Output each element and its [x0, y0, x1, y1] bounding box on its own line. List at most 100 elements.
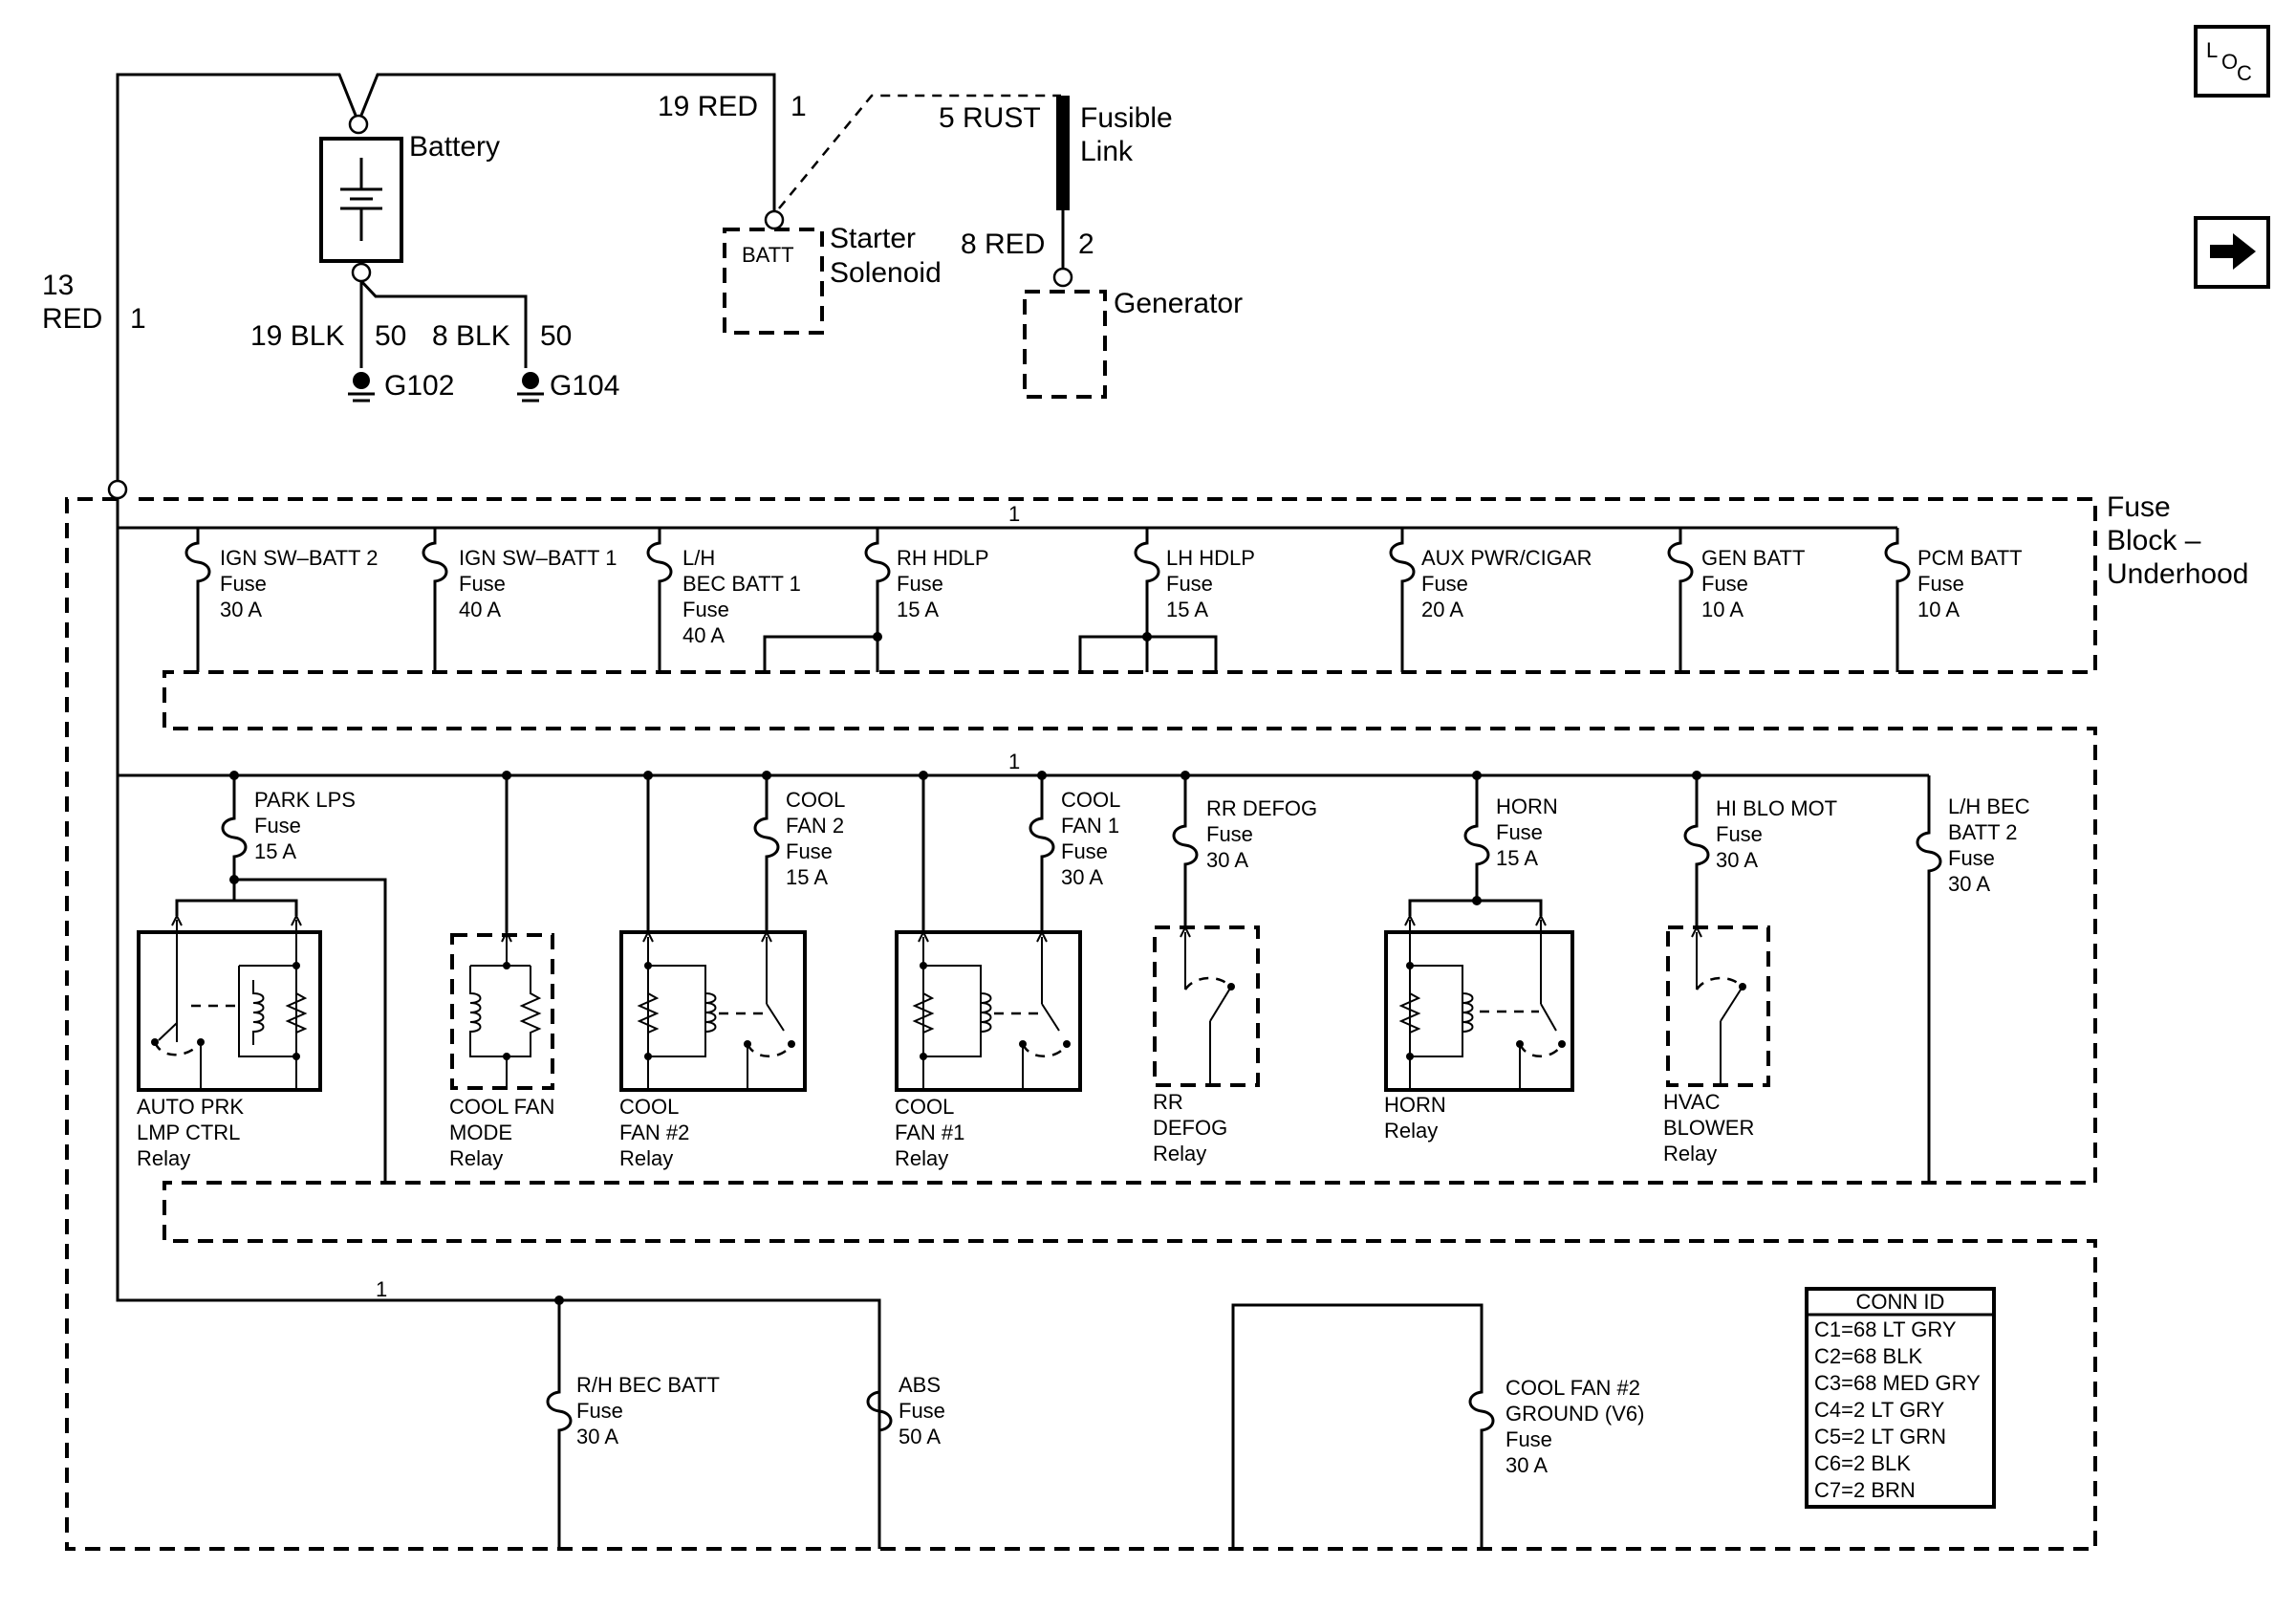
relay-auto-prk-lmp-ctrl[interactable]: AUTO PRK LMP CTRL Relay [137, 913, 322, 1170]
battery-positive-pin: 1 [791, 91, 807, 122]
fuse-gen-batt[interactable]: GEN BATT Fuse 10 A [1667, 526, 1805, 672]
fuse-hi-blo-mot[interactable]: HI BLO MOT Fuse 30 A [1683, 771, 1837, 927]
battery-section: Battery 19 RED 1 19 BLK 50 8 BLK 50 G102… [42, 73, 807, 500]
fuse-lh-bec-batt-1[interactable]: L/H BEC BATT 1 Fuse 40 A [646, 526, 801, 672]
relay-label: LMP CTRL [137, 1121, 240, 1144]
ground-g104-id: G104 [550, 370, 619, 402]
relay-label: DEFOG [1153, 1116, 1227, 1140]
fuse-abs[interactable]: ABS Fuse 50 A [866, 1300, 945, 1448]
fuse-ign-sw-batt-2[interactable]: IGN SW–BATT 2 Fuse 30 A [184, 526, 378, 672]
fuse-block-label-3: Underhood [2107, 558, 2248, 590]
ground-g102-pin: 50 [375, 320, 406, 352]
generator-wire: 8 RED [961, 229, 1045, 260]
fuse-block-label-1: Fuse [2107, 491, 2171, 523]
arrow-right-icon [2210, 233, 2256, 270]
fuse-rating: 30 A [1061, 865, 1103, 889]
fuse-rating: 15 A [254, 839, 296, 863]
fuse-cool-fan-2-ground-v6[interactable]: COOL FAN #2 GROUND (V6) Fuse 30 A [1468, 1375, 1644, 1549]
battery-icon [340, 158, 382, 241]
fuse-horn[interactable]: HORN Fuse 15 A [1463, 771, 1558, 901]
ground-icon-g104 [517, 372, 544, 403]
fuse-rating: 40 A [459, 598, 501, 621]
fuse-label: Fuse [786, 839, 833, 863]
ground-icon-g102 [348, 372, 375, 403]
fuse-label: Fuse [254, 814, 301, 838]
generator: 8 RED 2 Generator [961, 229, 1243, 399]
fuse-label: Fuse [1948, 846, 1995, 870]
fuse-rh-bec-batt[interactable]: R/H BEC BATT Fuse 30 A [546, 1300, 720, 1549]
starter-batt-terminal: BATT [742, 243, 794, 267]
relay-label: BLOWER [1663, 1116, 1754, 1140]
fuse-block-label-2: Block – [2107, 525, 2201, 556]
fuse-label: Fuse [1716, 822, 1763, 846]
fuse-rating: 15 A [1166, 598, 1208, 621]
loc-letter: O [2221, 50, 2238, 74]
fuse-ign-sw-batt-1[interactable]: IGN SW–BATT 1 Fuse 40 A [422, 526, 617, 672]
conn-id-row: C1=68 LT GRY [1814, 1317, 1957, 1341]
fuse-label: Fuse [1505, 1427, 1552, 1451]
fuse-rh-hdlp[interactable]: RH HDLP Fuse 15 A [763, 526, 989, 672]
relay-cool-fan-2[interactable]: COOL FAN #2 Relay [619, 929, 807, 1170]
relay-rr-defog[interactable]: RR DEFOG Relay [1153, 925, 1260, 1165]
conn-id-row: C7=2 BRN [1814, 1478, 1916, 1502]
fuse-lh-hdlp[interactable]: LH HDLP Fuse 15 A [1078, 526, 1255, 672]
fuse-rr-defog[interactable]: RR DEFOG Fuse 30 A [1172, 771, 1317, 927]
fuse-label: GROUND (V6) [1505, 1402, 1644, 1426]
fuse-label: RR DEFOG [1206, 796, 1317, 820]
relay-label: Relay [1153, 1142, 1206, 1165]
fuse-label: Fuse [1421, 572, 1468, 596]
fuse-rating: 40 A [682, 623, 725, 647]
next-page-button[interactable] [2194, 216, 2270, 289]
fuse-label: LH HDLP [1166, 546, 1255, 570]
fuse-pcm-batt[interactable]: PCM BATT Fuse 10 A [1884, 526, 2023, 672]
fuse-label: Fuse [1496, 820, 1543, 844]
loc-letter: C [2237, 61, 2252, 85]
relay-label: HORN [1384, 1093, 1446, 1117]
fuse-cool-fan-2[interactable]: COOL FAN 2 Fuse 15 A [753, 771, 845, 932]
relay-horn[interactable]: HORN Relay [1384, 913, 1574, 1143]
relay-label: RR [1153, 1090, 1183, 1114]
fuse-block-outline: Fuse Block – Underhood [65, 491, 2248, 1551]
fuse-label: PARK LPS [254, 788, 356, 812]
fuse-label: FAN 2 [786, 814, 844, 838]
feed-wire-gauge: 13 [42, 270, 74, 301]
feed-wire-pin: 1 [130, 303, 146, 335]
battery-positive-wire: 19 RED [658, 91, 758, 122]
conn-id-row: C2=68 BLK [1814, 1344, 1922, 1368]
fuse-label: Fuse [899, 1399, 945, 1423]
conn-id-row: C6=2 BLK [1814, 1451, 1911, 1475]
battery-label: Battery [409, 131, 500, 163]
fusible-link-label-2: Link [1080, 136, 1134, 167]
generator-pin: 2 [1078, 229, 1094, 260]
row2-bus-pin: 1 [1008, 750, 1020, 773]
relay-label: MODE [449, 1121, 512, 1144]
relay-hvac-blower[interactable]: HVAC BLOWER Relay [1663, 925, 1770, 1165]
relay-label: Relay [1663, 1142, 1717, 1165]
ground-g102-id: G102 [384, 370, 454, 402]
conn-id-table: CONN ID C1=68 LT GRY C2=68 BLK C3=68 MED… [1805, 1287, 1996, 1509]
relay-label: COOL [619, 1095, 679, 1119]
fuse-label: Fuse [459, 572, 506, 596]
fusible-link: 5 RUST Fusible Link [939, 96, 1173, 288]
relay-label: COOL FAN [449, 1095, 554, 1119]
ground-g102-wire: 19 BLK [250, 320, 344, 352]
loc-letter: L [2206, 38, 2218, 62]
fuse-park-lps[interactable]: PARK LPS Fuse 15 A [221, 771, 356, 901]
location-button[interactable]: L O C [2194, 25, 2270, 98]
relay-label: COOL [895, 1095, 954, 1119]
relay-cool-fan-1[interactable]: COOL FAN #1 Relay [895, 929, 1082, 1170]
fuse-label: Fuse [1206, 822, 1253, 846]
fuse-lh-bec-batt-2[interactable]: L/H BEC BATT 2 Fuse 30 A [1916, 775, 2030, 1183]
fuse-label: Fuse [576, 1399, 623, 1423]
relay-label: AUTO PRK [137, 1095, 244, 1119]
conn-id-row: C5=2 LT GRN [1814, 1425, 1946, 1448]
fuse-cool-fan-1[interactable]: COOL FAN 1 Fuse 30 A [1029, 771, 1120, 932]
fuse-aux-pwr-cigar[interactable]: AUX PWR/CIGAR Fuse 20 A [1389, 526, 1592, 672]
fuse-label: ABS [899, 1373, 941, 1397]
relay-cool-fan-mode[interactable]: COOL FAN MODE Relay [449, 929, 554, 1170]
fuse-label: Fuse [1166, 572, 1213, 596]
relay-label: Relay [449, 1146, 503, 1170]
fuse-label: IGN SW–BATT 2 [220, 546, 378, 570]
fuse-rating: 30 A [576, 1425, 618, 1448]
relay-label: Relay [619, 1146, 673, 1170]
